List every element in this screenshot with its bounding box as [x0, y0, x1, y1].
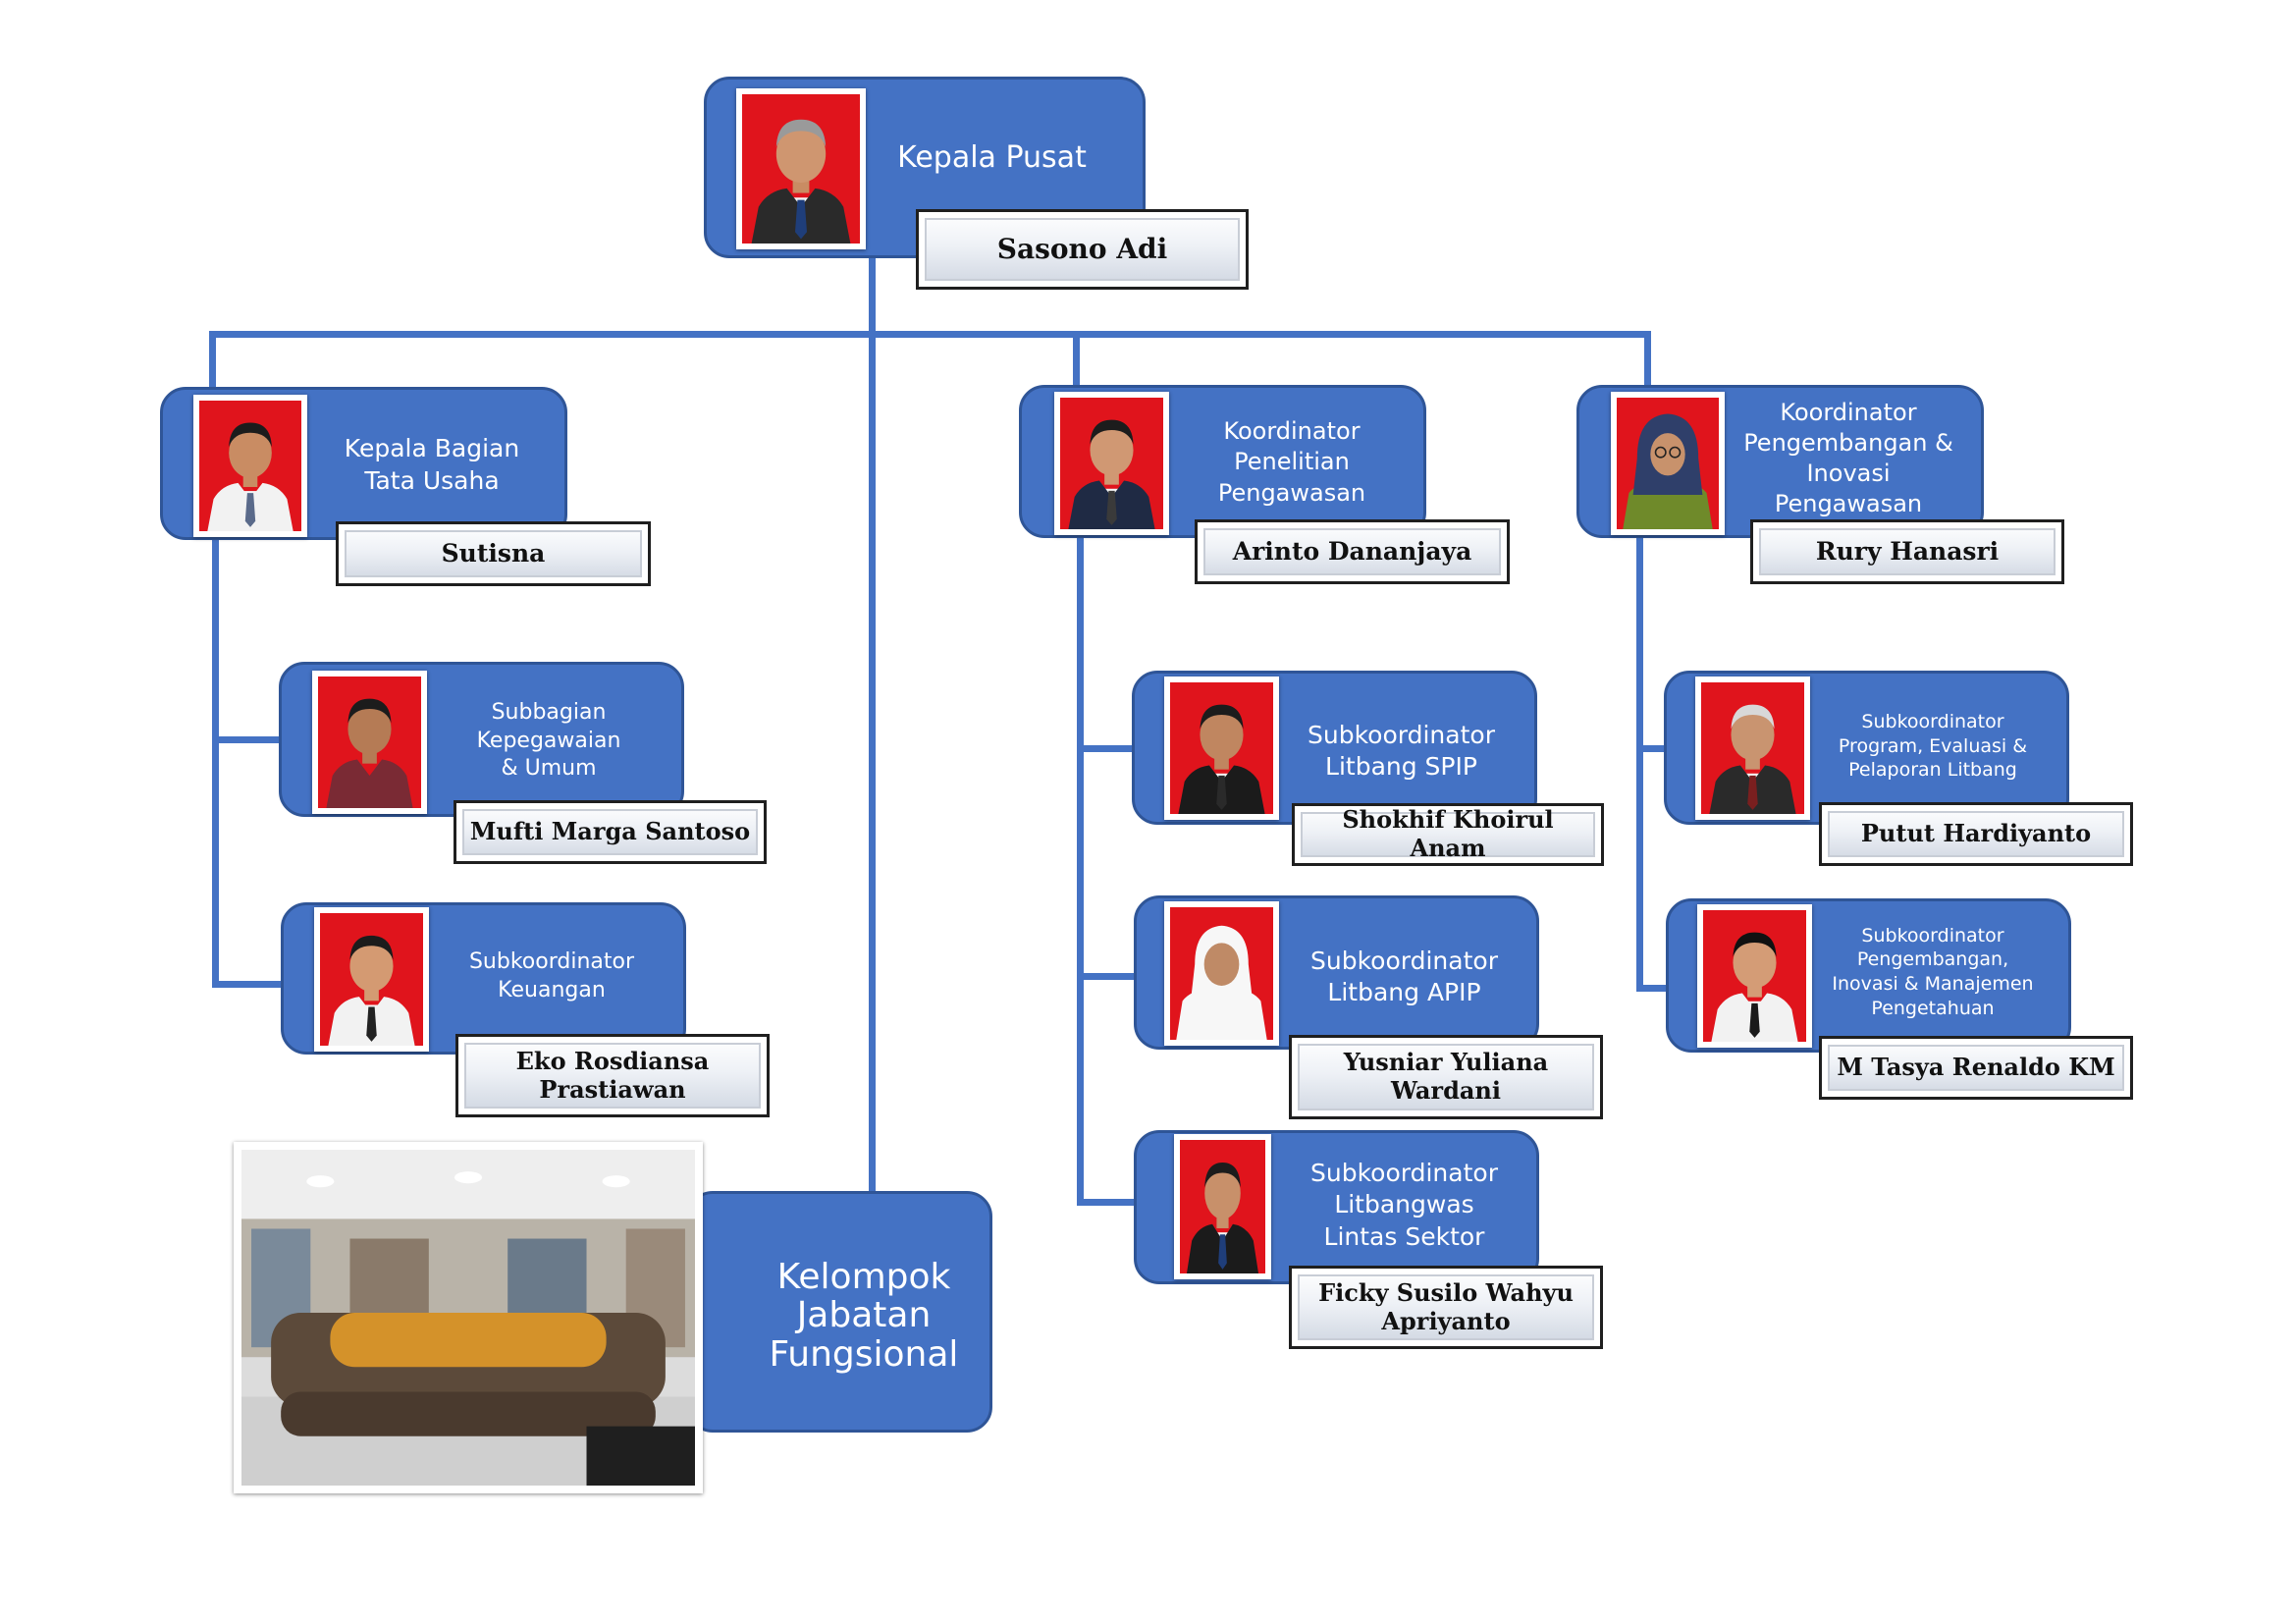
connector-pengembangan-vertical [1636, 535, 1643, 992]
connector-drop-pengembangan [1644, 331, 1651, 396]
fungsional-title: Kelompok Jabatan Fungsional [769, 1256, 959, 1375]
connector-pengembangan-branch-2 [1636, 985, 1672, 992]
fungsional-box [687, 1191, 992, 1433]
program-evaluasi-photo [1695, 677, 1810, 820]
penelitian-head-name: Arinto Dananjaya [1195, 519, 1510, 584]
connector-penelitian-branch-3 [1077, 1199, 1140, 1206]
manajemen-pengetahuan-photo [1697, 904, 1812, 1048]
program-evaluasi-name: Putut Hardiyanto [1819, 802, 2133, 866]
keuangan-title: Subkoordinator Keuangan [468, 949, 635, 1002]
connector-penelitian-vertical [1077, 535, 1084, 1206]
litbang-spip-photo [1164, 677, 1279, 820]
lintas-sektor-title: Subkoordinator Litbangwas Lintas Sektor [1310, 1158, 1498, 1251]
lintas-sektor-photo [1174, 1134, 1271, 1279]
manajemen-pengetahuan-name: M Tasya Renaldo KM [1819, 1036, 2133, 1100]
connector-tata-usaha-branch-2 [212, 981, 283, 988]
pengembangan-head-photo [1611, 392, 1725, 535]
connector-drop-penelitian [1073, 331, 1080, 396]
keuangan-name: Eko Rosdiansa Prastiawan [455, 1034, 770, 1117]
connector-tata-usaha-vertical [212, 535, 219, 988]
litbang-spip-name: Shokhif Khoirul Anam [1292, 803, 1604, 866]
kepegawaian-name: Mufti Marga Santoso [454, 800, 767, 864]
litbang-apip-title: Subkoordinator Litbang APIP [1310, 946, 1498, 1007]
lintas-sektor-name: Ficky Susilo Wahyu Apriyanto [1289, 1266, 1603, 1349]
keuangan-photo [314, 907, 429, 1052]
litbang-apip-photo [1164, 901, 1279, 1046]
penelitian-head-photo [1054, 392, 1169, 535]
tata-usaha-head-name: Sutisna [336, 521, 651, 586]
head-name: Sasono Adi [916, 209, 1249, 290]
litbang-spip-title: Subkoordinator Litbang SPIP [1308, 720, 1495, 782]
pengembangan-head-title: Koordinator Pengembangan & Inovasi Penga… [1743, 398, 1953, 518]
kepegawaian-title: Subbagian Kepegawaian & Umum [476, 700, 621, 782]
litbang-apip-name: Yusniar Yuliana Wardani [1289, 1035, 1603, 1119]
connector-head-down [869, 255, 876, 1196]
head-photo [736, 88, 866, 249]
connector-pengembangan-branch-1 [1636, 745, 1672, 752]
connector-penelitian-branch-1 [1077, 745, 1140, 752]
program-evaluasi-title: Subkoordinator Program, Evaluasi & Pelap… [1838, 710, 2028, 782]
head-title: Kepala Pusat [897, 139, 1087, 175]
connector-penelitian-branch-2 [1077, 973, 1140, 980]
manajemen-pengetahuan-title: Subkoordinator Pengembangan, Inovasi & M… [1832, 924, 2034, 1019]
tata-usaha-head-title: Kepala Bagian Tata Usaha [344, 434, 520, 495]
connector-tata-usaha-branch-1 [212, 736, 283, 743]
connector-horizontal-bus [209, 331, 1651, 338]
kepegawaian-photo [312, 671, 427, 814]
penelitian-head-title: Koordinator Penelitian Pengawasan [1217, 417, 1366, 507]
connector-drop-tata-usaha [209, 331, 216, 396]
pengembangan-head-name: Rury Hanasri [1750, 519, 2064, 584]
tata-usaha-head-photo [193, 395, 307, 537]
group-photo [234, 1142, 703, 1493]
